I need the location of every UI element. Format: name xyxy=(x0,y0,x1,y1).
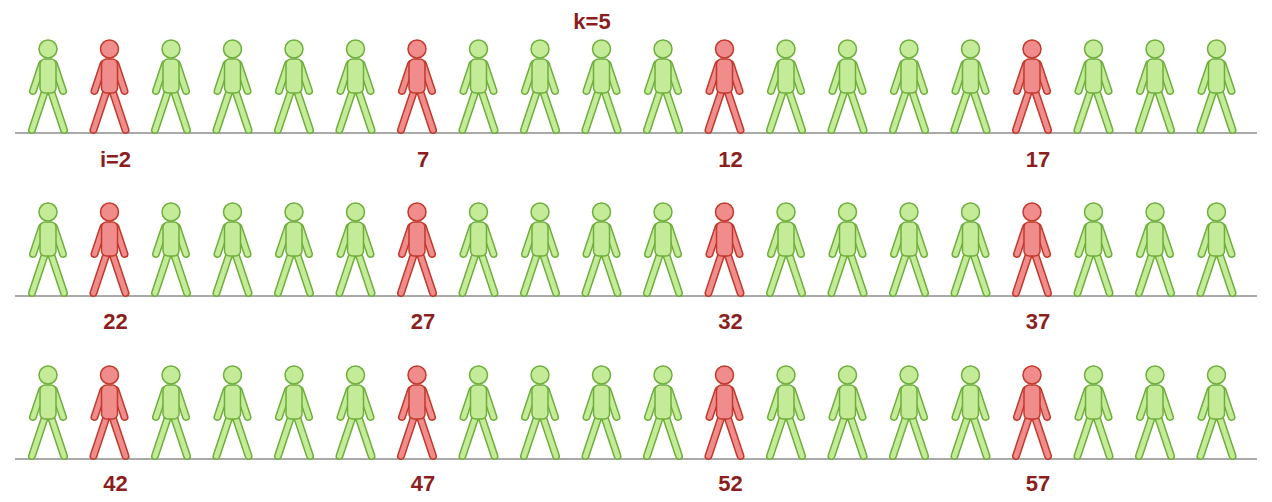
index-label: i=2 xyxy=(100,149,131,171)
index-label: 12 xyxy=(718,149,742,171)
index-label: 42 xyxy=(103,473,127,495)
index-label: 22 xyxy=(103,311,127,333)
index-label: 7 xyxy=(417,149,429,171)
index-label: 52 xyxy=(718,473,742,495)
index-label: 37 xyxy=(1026,311,1050,333)
people-row xyxy=(15,40,1257,133)
index-label: 27 xyxy=(411,311,435,333)
people-row xyxy=(15,203,1257,296)
step-label: k=5 xyxy=(573,11,610,33)
index-label: 47 xyxy=(411,473,435,495)
index-label: 17 xyxy=(1026,149,1050,171)
people-row xyxy=(15,366,1257,459)
index-label: 32 xyxy=(718,311,742,333)
index-label: 57 xyxy=(1026,473,1050,495)
